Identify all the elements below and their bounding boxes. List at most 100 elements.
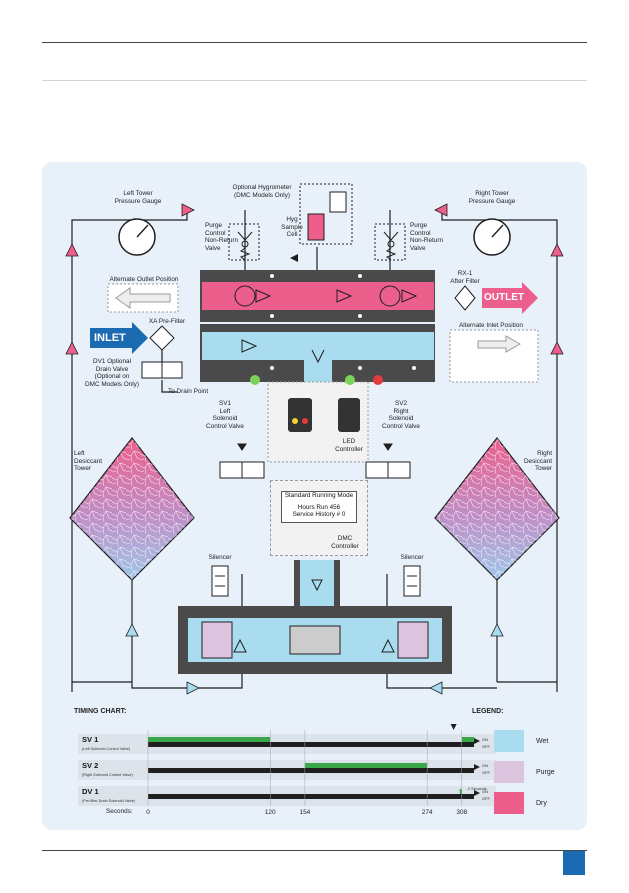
timing-on-label: ON <box>482 763 488 768</box>
xa-label: XA Pre-Filter <box>148 318 186 325</box>
alternate-inlet-box <box>449 329 539 383</box>
page-number-tab <box>563 851 585 875</box>
right-purge-valve-icon <box>374 223 406 261</box>
alt-inlet-label: Alternate Inlet Position <box>459 322 523 329</box>
timing-off-bar <box>148 794 474 799</box>
legend-swatch <box>494 730 524 752</box>
inlet-arrow <box>90 322 148 354</box>
dmc-screen-line2: Hours Run 456 <box>297 503 341 511</box>
timing-row-name: SV 1 <box>82 735 98 744</box>
exhaust-manifold <box>178 560 452 674</box>
legend-item: Wet <box>494 726 584 756</box>
legend-label: Wet <box>536 737 549 745</box>
schematic-diagram <box>65 183 564 695</box>
drain-label: To Drain Point <box>168 388 209 395</box>
timing-chart: SV 1 (Left Solenoid Control Valve) ON OFF SV… <box>78 724 496 816</box>
right-silencer-icon <box>403 565 421 597</box>
legend-label: Purge <box>536 768 555 776</box>
timing-row-name: DV 1 <box>82 787 99 796</box>
timing-arrowhead <box>474 764 480 770</box>
timing-off-bar <box>148 768 474 773</box>
led-label: LED Controller <box>335 438 363 453</box>
purge-right-label: Purge Control Non-Return Valve <box>410 222 444 252</box>
right-pressure-gauge-icon <box>473 218 511 256</box>
xa-pre-filter-icon <box>149 325 175 351</box>
timing-tick-label: 154 <box>299 809 310 816</box>
timing-on-label: ON <box>482 789 488 794</box>
alt-outlet-label: Alternate Outlet Position <box>109 276 179 283</box>
timing-on-bar <box>459 789 462 794</box>
timing-on-label: ON <box>482 737 488 742</box>
legend-swatch <box>494 761 524 783</box>
left-pressure-gauge-icon <box>118 218 156 256</box>
outlet-label: OUTLET <box>484 292 524 303</box>
hyg-cell-label: Hyg Sample Cell <box>281 216 303 239</box>
dmc-label: DMC Controller <box>331 535 359 550</box>
flow-arrows <box>65 203 564 355</box>
left-gauge-label: Left Tower Pressure Gauge <box>114 190 162 205</box>
timing-marker-icon <box>450 724 457 730</box>
legend-title: LEGEND: <box>472 708 504 715</box>
dmc-screen-line3: Service History # 0 <box>292 511 346 518</box>
timing-tick-label: 308 <box>456 809 467 816</box>
sv2-label: SV2 Right Solenoid Control Valve <box>382 400 420 430</box>
timing-title: TIMING CHART: <box>74 708 127 715</box>
two-seconds-label: 2 Seconds <box>468 786 487 791</box>
silencer-right-label: Silencer <box>400 554 424 561</box>
outlet-arrow <box>482 282 538 314</box>
hygrometer-icon <box>290 183 353 262</box>
timing-on-bar <box>148 737 271 742</box>
legend-item: Dry <box>494 788 584 818</box>
timing-row-desc: (Pre-filter Drain Solenoid Valve) <box>82 799 136 803</box>
dv1-label: DV1 Optional Drain Valve (Optional on DM… <box>85 358 139 388</box>
seconds-label: Seconds: <box>106 808 133 815</box>
legend-item: Purge <box>494 757 584 787</box>
left-silencer-icon <box>211 565 229 597</box>
dmc-screen-line1: Standard Running Mode <box>284 492 354 499</box>
inlet-label: INLET <box>94 332 126 344</box>
timing-on-bar <box>304 763 428 768</box>
timing-off-bar <box>148 742 474 747</box>
hygrometer-label: Optional Hygrometer (DMC Models Only) <box>232 184 292 199</box>
timing-off-label: OFF <box>482 770 491 775</box>
header-rule <box>42 42 587 43</box>
outlet-manifold <box>200 270 435 322</box>
purge-left-label: Purge Control Non-Return Valve <box>205 222 239 252</box>
right-desiccant-tower <box>434 437 560 581</box>
left-desiccant-tower <box>69 437 195 581</box>
silencer-left-label: Silencer <box>208 554 232 561</box>
left-tower-label: Left Desiccant Tower <box>74 450 103 473</box>
left-purge-valve-icon <box>228 223 260 261</box>
dmc-screen: Standard Running Mode Hours Run 456 Serv… <box>281 491 357 523</box>
timing-off-label: OFF <box>482 796 491 801</box>
rx1-label: RX-1 After Filter <box>450 270 480 285</box>
sv2-valve-icon <box>365 443 411 479</box>
timing-tick-label: 274 <box>422 809 433 816</box>
sv1-valve-icon <box>219 443 265 479</box>
timing-arrowhead <box>474 790 480 796</box>
timing-row-desc: (Left Solenoid Control Valve) <box>82 747 131 751</box>
subheader-rule <box>42 80 587 81</box>
timing-on-bar <box>461 737 474 742</box>
rx1-after-filter-icon <box>454 285 476 311</box>
dv1-drain-valve-icon <box>141 361 183 379</box>
legend-swatch <box>494 792 524 814</box>
right-tower-label: Right Desiccant Tower <box>523 450 552 473</box>
timing-tick-label: 120 <box>265 809 276 816</box>
timing-tick-label: 0 <box>146 809 150 816</box>
footer-rule <box>42 850 587 851</box>
legend-label: Dry <box>536 799 547 807</box>
wet-flow-arrows <box>125 623 504 695</box>
timing-off-label: OFF <box>482 744 491 749</box>
right-gauge-label: Right Tower Pressure Gauge <box>468 190 516 205</box>
dryer-schematic-panel: Left Tower Pressure Gauge Right Tower Pr… <box>42 162 587 830</box>
alternate-outlet-box <box>107 283 179 313</box>
sv1-label: SV1 Left Solenoid Control Valve <box>206 400 244 430</box>
led-controller-box <box>250 375 383 463</box>
timing-row-name: SV 2 <box>82 761 98 770</box>
inlet-manifold <box>200 324 435 387</box>
timing-arrowhead <box>474 738 480 744</box>
dmc-controller-box: Standard Running Mode Hours Run 456 Serv… <box>270 480 368 556</box>
timing-row-desc: (Right Solenoid Control Valve) <box>82 773 134 777</box>
